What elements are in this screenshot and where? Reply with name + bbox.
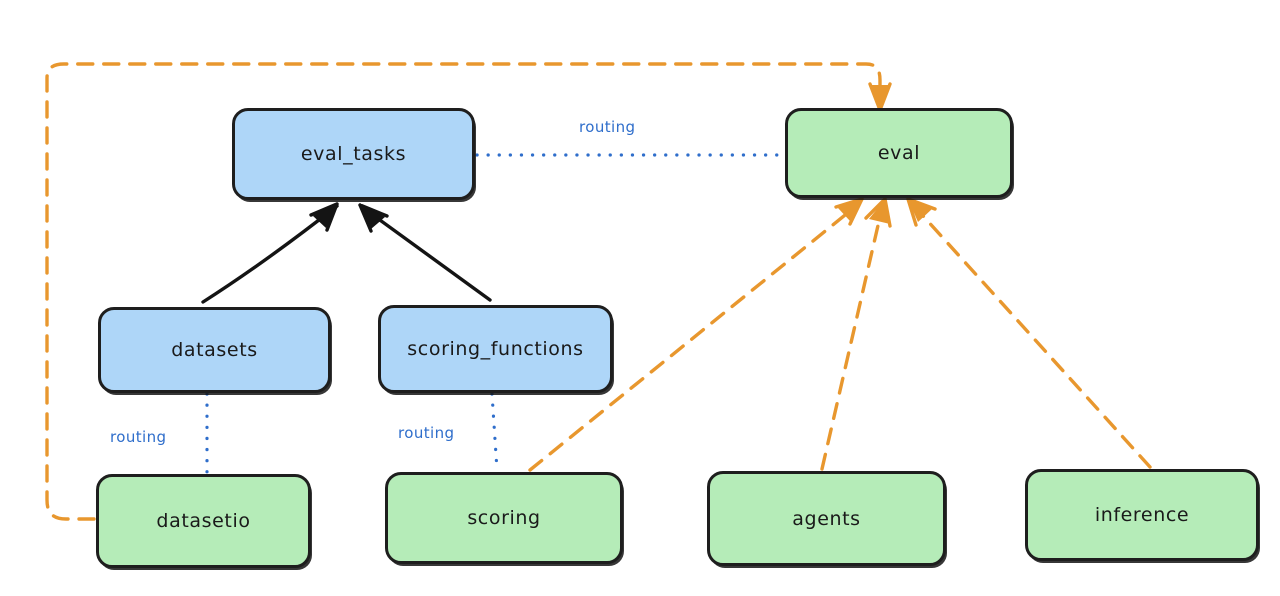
node-scoring-functions[interactable]: scoring_functions [378,305,613,393]
node-eval[interactable]: eval [785,108,1013,198]
node-label-eval: eval [877,142,921,164]
edge-agents-to-eval [820,197,892,471]
edge-datasets-to-eval-tasks [201,202,339,304]
node-datasetio[interactable]: datasetio [96,474,311,568]
edge-scoring-to-eval [528,197,864,472]
edge-label-routing-eval-tasks: routing [579,118,636,136]
edge-scoring-functions-to-eval-tasks [358,203,492,302]
node-label-scoring: scoring [467,507,541,529]
node-label-scoring-functions: scoring_functions [407,338,584,360]
edge-label-routing-datasets: routing [110,428,167,446]
edge-scoring-functions-to-scoring [490,392,499,472]
node-agents[interactable]: agents [707,471,946,566]
node-label-inference: inference [1094,504,1190,526]
node-label-datasets: datasets [171,339,258,361]
edge-inference-to-eval [906,197,1152,469]
node-label-agents: agents [792,507,861,530]
node-datasets[interactable]: datasets [98,307,331,393]
node-label-eval-tasks: eval_tasks [300,143,407,165]
edge-label-routing-scoring: routing [398,424,455,442]
node-eval-tasks[interactable]: eval_tasks [232,108,475,200]
node-inference[interactable]: inference [1025,469,1259,561]
edge-datasetio-to-eval [45,62,892,521]
node-label-datasetio: datasetio [156,510,251,532]
node-scoring[interactable]: scoring [385,472,623,564]
